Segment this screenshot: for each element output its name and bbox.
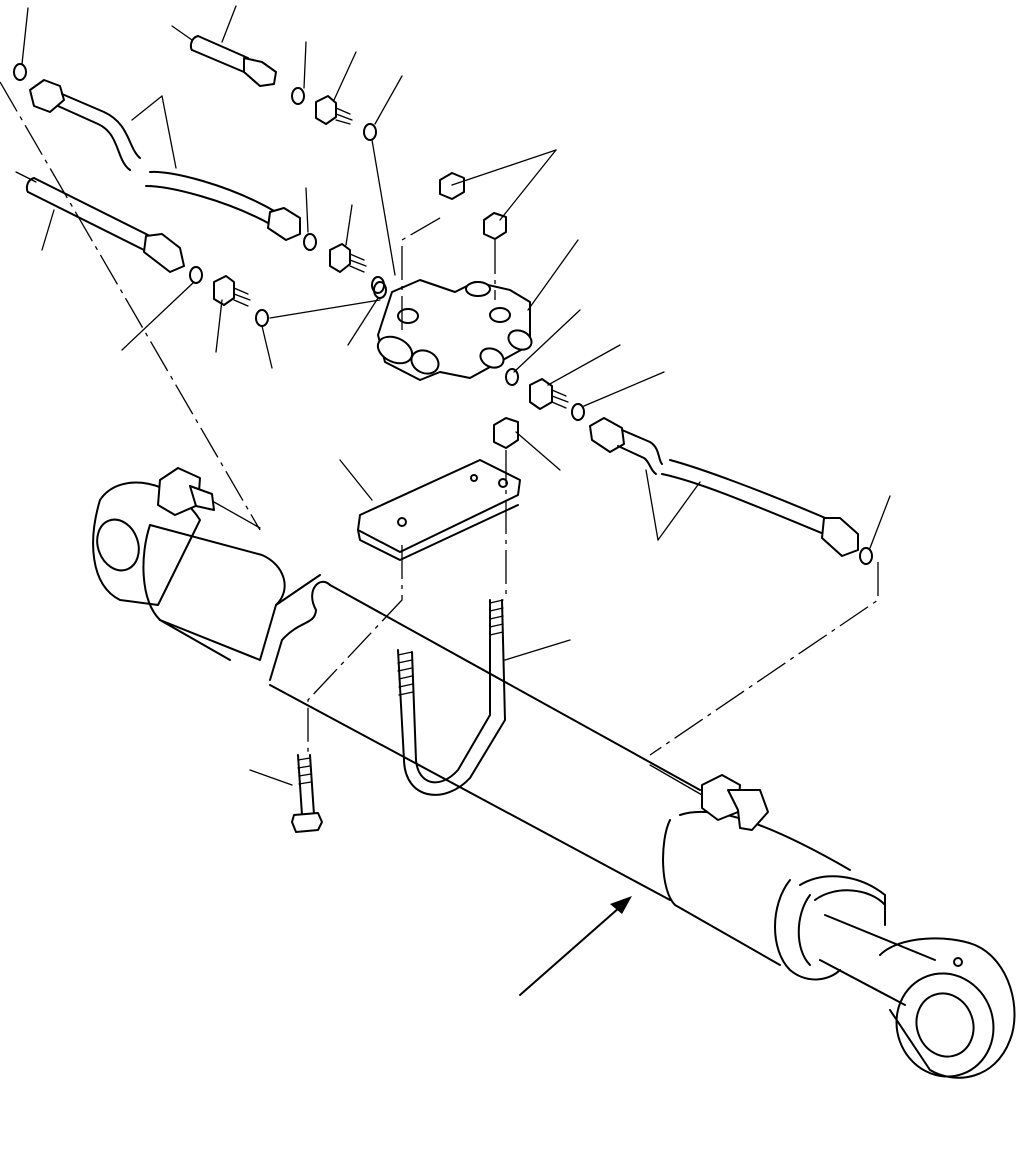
four-way-block: [376, 239, 579, 381]
hose-right-long: [589, 417, 859, 557]
cylinder-break-line: [275, 574, 321, 606]
o-ring-right: [859, 495, 891, 565]
o-ring-block-left: [347, 281, 387, 346]
fitting-lower-left: [121, 266, 273, 369]
piston-rod: [819, 914, 936, 1006]
hex-bolt: [249, 754, 323, 833]
assembly-lines: [0, 81, 879, 756]
rear-port-fitting: [157, 467, 261, 529]
hose-top-short: [171, 5, 277, 87]
hydraulic-cylinder: [92, 467, 1016, 1079]
nut-lower: [493, 417, 561, 471]
u-bolt-threads-right: [489, 599, 504, 636]
nut-top-right: [483, 149, 557, 240]
rod-eye: [879, 937, 1016, 1079]
u-bolt: [397, 599, 571, 796]
front-port-fitting: [649, 764, 769, 831]
fitting-top: [291, 41, 403, 141]
cylinder-front-gland: [662, 810, 886, 981]
barrel-bottom-line: [269, 684, 671, 901]
mounting-plate: [339, 459, 521, 561]
cylinder-break-left: [269, 580, 331, 681]
cylinder-rear-eye: [92, 481, 286, 661]
o-ring-top-left: [13, 7, 29, 81]
u-bolt-threads-left: [397, 651, 414, 696]
direction-arrow: [519, 896, 632, 996]
nut-top-left: [439, 149, 557, 200]
barrel-top-line: [329, 584, 701, 791]
hose-lower-long: [15, 171, 185, 273]
hose-upper-long: [29, 79, 301, 241]
fitting-middle: [303, 187, 385, 294]
fitting-right: [505, 309, 665, 421]
